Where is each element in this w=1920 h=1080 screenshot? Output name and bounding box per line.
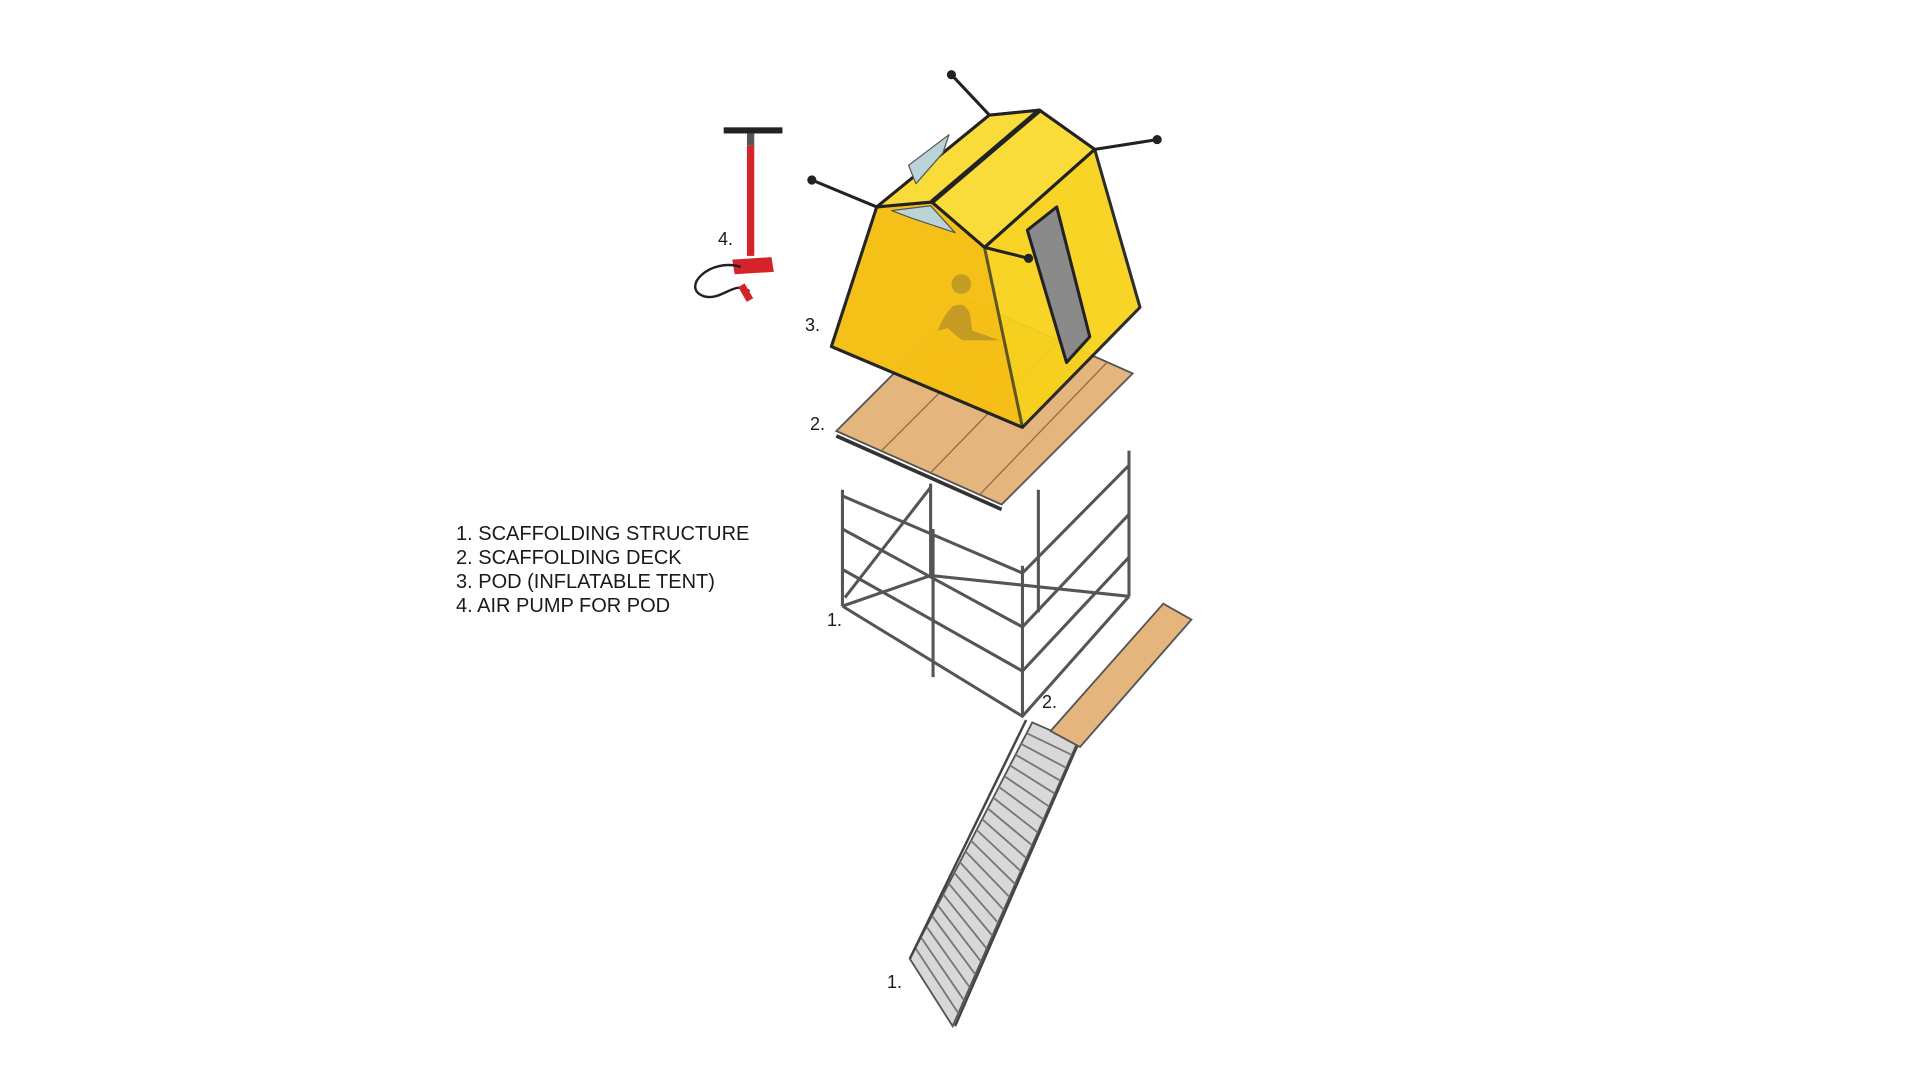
stair-tread	[975, 829, 1022, 872]
label-pump: 4.	[718, 229, 734, 249]
label-stair: 1.	[887, 972, 903, 992]
label-scaffold: 1.	[827, 610, 843, 630]
label-deck-top: 2.	[810, 414, 826, 434]
stair-tread	[998, 786, 1045, 821]
inflatable-pod-tent	[807, 70, 1162, 429]
stair-tread	[1009, 764, 1056, 795]
label-pod: 3.	[805, 315, 821, 335]
stair-tread	[964, 850, 1011, 898]
stair-tread	[987, 807, 1033, 847]
legend-item-air-pump: 4. AIR PUMP FOR POD	[456, 595, 671, 617]
label-deck-side: 2.	[1042, 692, 1058, 712]
legend: 1. SCAFFOLDING STRUCTURE 2. SCAFFOLDING …	[456, 522, 749, 618]
stair-tread	[1015, 753, 1061, 782]
stair-tread	[1026, 732, 1073, 756]
stair-tread	[992, 796, 1039, 834]
stair-tread	[953, 872, 999, 924]
pod-door	[1025, 205, 1092, 364]
legend-item-scaffolding-structure: 1. SCAFFOLDING STRUCTURE	[456, 523, 750, 545]
stair-tread	[981, 818, 1028, 859]
side-deck	[1049, 602, 1193, 749]
stair-tread	[936, 904, 982, 963]
stair-tread	[914, 947, 960, 1014]
stair-tread	[925, 926, 971, 988]
stair-tread	[1003, 775, 1050, 808]
stair-tread	[959, 861, 1005, 911]
stair-tread	[942, 893, 988, 950]
stair-tread	[1020, 743, 1067, 769]
child-silhouette	[937, 274, 1000, 341]
stair-tread	[920, 936, 965, 1001]
scaffold-stair	[908, 719, 1082, 1029]
scaffolding-structure	[840, 450, 1131, 719]
stair-tread	[931, 915, 977, 976]
stair-tread	[970, 839, 1016, 885]
air-pump	[694, 127, 783, 302]
legend-item-scaffolding-deck: 2. SCAFFOLDING DECK	[456, 547, 682, 569]
legend-item-pod: 3. POD (INFLATABLE TENT)	[456, 571, 715, 593]
stair-tread	[948, 882, 994, 937]
